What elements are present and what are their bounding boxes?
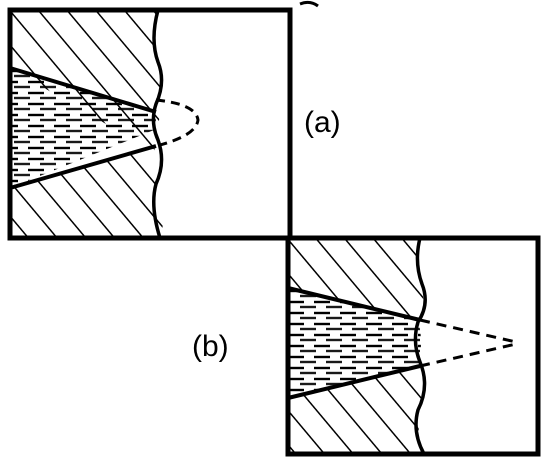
panel-b (288, 238, 538, 454)
panel-a-dashed-meniscus (156, 100, 198, 146)
panel-b-dashed-extension-upper (420, 320, 516, 342)
panel-b-label: (b) (192, 330, 229, 363)
panel-b-dashed-extension-lower (420, 344, 516, 366)
panel-a-label: (a) (304, 106, 341, 139)
panel-a (10, 2, 318, 238)
